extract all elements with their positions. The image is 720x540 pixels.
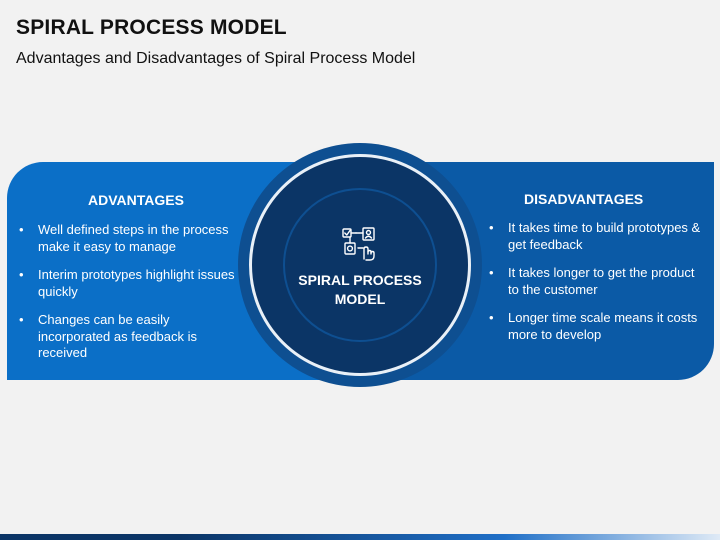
- footer-bar: [0, 534, 720, 540]
- advantages-heading: ADVANTAGES: [88, 192, 184, 208]
- advantage-item: Well defined steps in the process make i…: [14, 222, 244, 255]
- disadvantages-heading: DISADVANTAGES: [524, 191, 644, 207]
- advantage-item: Interim prototypes highlight issues quic…: [14, 267, 244, 300]
- page-subtitle: Advantages and Disadvantages of Spiral P…: [16, 50, 416, 67]
- disadvantages-list: It takes time to build prototypes & get …: [484, 220, 706, 355]
- disadvantage-item: It takes longer to get the product to th…: [484, 265, 706, 298]
- process-flow-icon: [342, 227, 375, 261]
- advantage-item: Changes can be easily incorporated as fe…: [14, 312, 244, 362]
- disadvantage-item: Longer time scale means it costs more to…: [484, 310, 706, 343]
- page-title: SPIRAL PROCESS MODEL: [16, 16, 287, 39]
- center-label: SPIRAL PROCESS MODEL: [298, 272, 422, 307]
- disadvantage-item: It takes time to build prototypes & get …: [484, 220, 706, 253]
- center-ring-inner: [283, 188, 437, 342]
- advantages-list: Well defined steps in the process make i…: [14, 222, 244, 374]
